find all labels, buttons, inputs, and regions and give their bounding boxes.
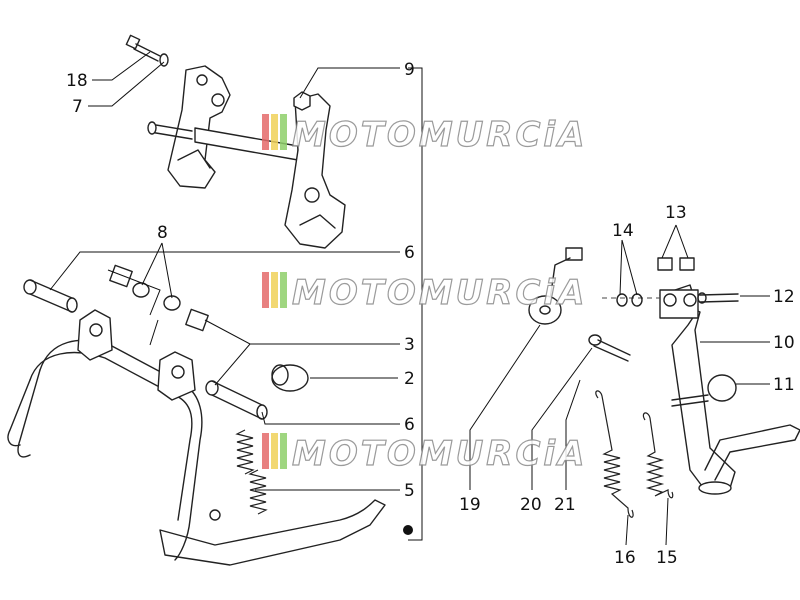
callout-8: 8 bbox=[157, 223, 168, 243]
watermark-text: MOTOMURCiA bbox=[292, 434, 587, 474]
side-stand-10 bbox=[659, 284, 800, 495]
pin-6-upper bbox=[23, 279, 78, 313]
screw-20 bbox=[588, 334, 631, 362]
watermark-1: MOTOMURCiA bbox=[262, 114, 587, 156]
upper-bracket-assembly bbox=[125, 34, 346, 249]
washer-13-a bbox=[657, 257, 673, 271]
nut-9 bbox=[293, 91, 311, 111]
spring-15 bbox=[642, 412, 674, 499]
callout-3: 3 bbox=[404, 335, 415, 355]
leader-lines bbox=[49, 51, 770, 546]
callout-7: 7 bbox=[72, 97, 83, 117]
pin-6-lower bbox=[205, 380, 268, 420]
group-bracket bbox=[408, 67, 423, 541]
callout-14: 14 bbox=[612, 221, 634, 241]
washer-13-b bbox=[679, 257, 695, 271]
callout-18: 18 bbox=[66, 71, 88, 91]
callout-11: 11 bbox=[773, 375, 795, 395]
rubber-stop-2 bbox=[271, 364, 309, 392]
rubber-stop-11 bbox=[671, 374, 737, 407]
callout-16: 16 bbox=[614, 548, 636, 568]
callout-6-lower: 6 bbox=[404, 415, 415, 435]
right-bracket-plate bbox=[284, 93, 346, 249]
bolt-12 bbox=[697, 292, 739, 304]
callout-2: 2 bbox=[404, 369, 415, 389]
stand-kick-lever bbox=[159, 499, 386, 566]
callout-12: 12 bbox=[773, 287, 795, 307]
callout-15: 15 bbox=[656, 548, 678, 568]
callout-21: 21 bbox=[554, 495, 576, 515]
stand-frame bbox=[39, 339, 203, 561]
washer-14-b bbox=[631, 293, 643, 307]
spring-5-a bbox=[235, 429, 255, 475]
callout-labels: 18 7 9 8 6 3 2 6 5 19 20 21 14 13 12 10 … bbox=[66, 60, 795, 568]
watermark-text: MOTOMURCiA bbox=[292, 273, 587, 313]
washer-7 bbox=[159, 53, 169, 67]
watermark-3: MOTOMURCiA bbox=[262, 433, 587, 475]
callout-9: 9 bbox=[404, 60, 415, 80]
callout-19: 19 bbox=[459, 495, 481, 515]
watermark-text: MOTOMURCiA bbox=[292, 115, 587, 155]
group-end-dot bbox=[403, 525, 413, 535]
spring-16 bbox=[595, 390, 634, 518]
callout-5: 5 bbox=[404, 481, 415, 501]
bushings-8 bbox=[109, 264, 209, 332]
watermark-2: MOTOMURCiA bbox=[262, 272, 587, 314]
switch-sensor-19 bbox=[528, 247, 583, 325]
main-center-stand bbox=[7, 264, 386, 566]
washer-14-a bbox=[616, 293, 628, 307]
callout-20: 20 bbox=[520, 495, 542, 515]
callout-10: 10 bbox=[773, 333, 795, 353]
callout-6-upper: 6 bbox=[404, 243, 415, 263]
callout-13: 13 bbox=[665, 203, 687, 223]
spring-5-b bbox=[248, 469, 268, 515]
